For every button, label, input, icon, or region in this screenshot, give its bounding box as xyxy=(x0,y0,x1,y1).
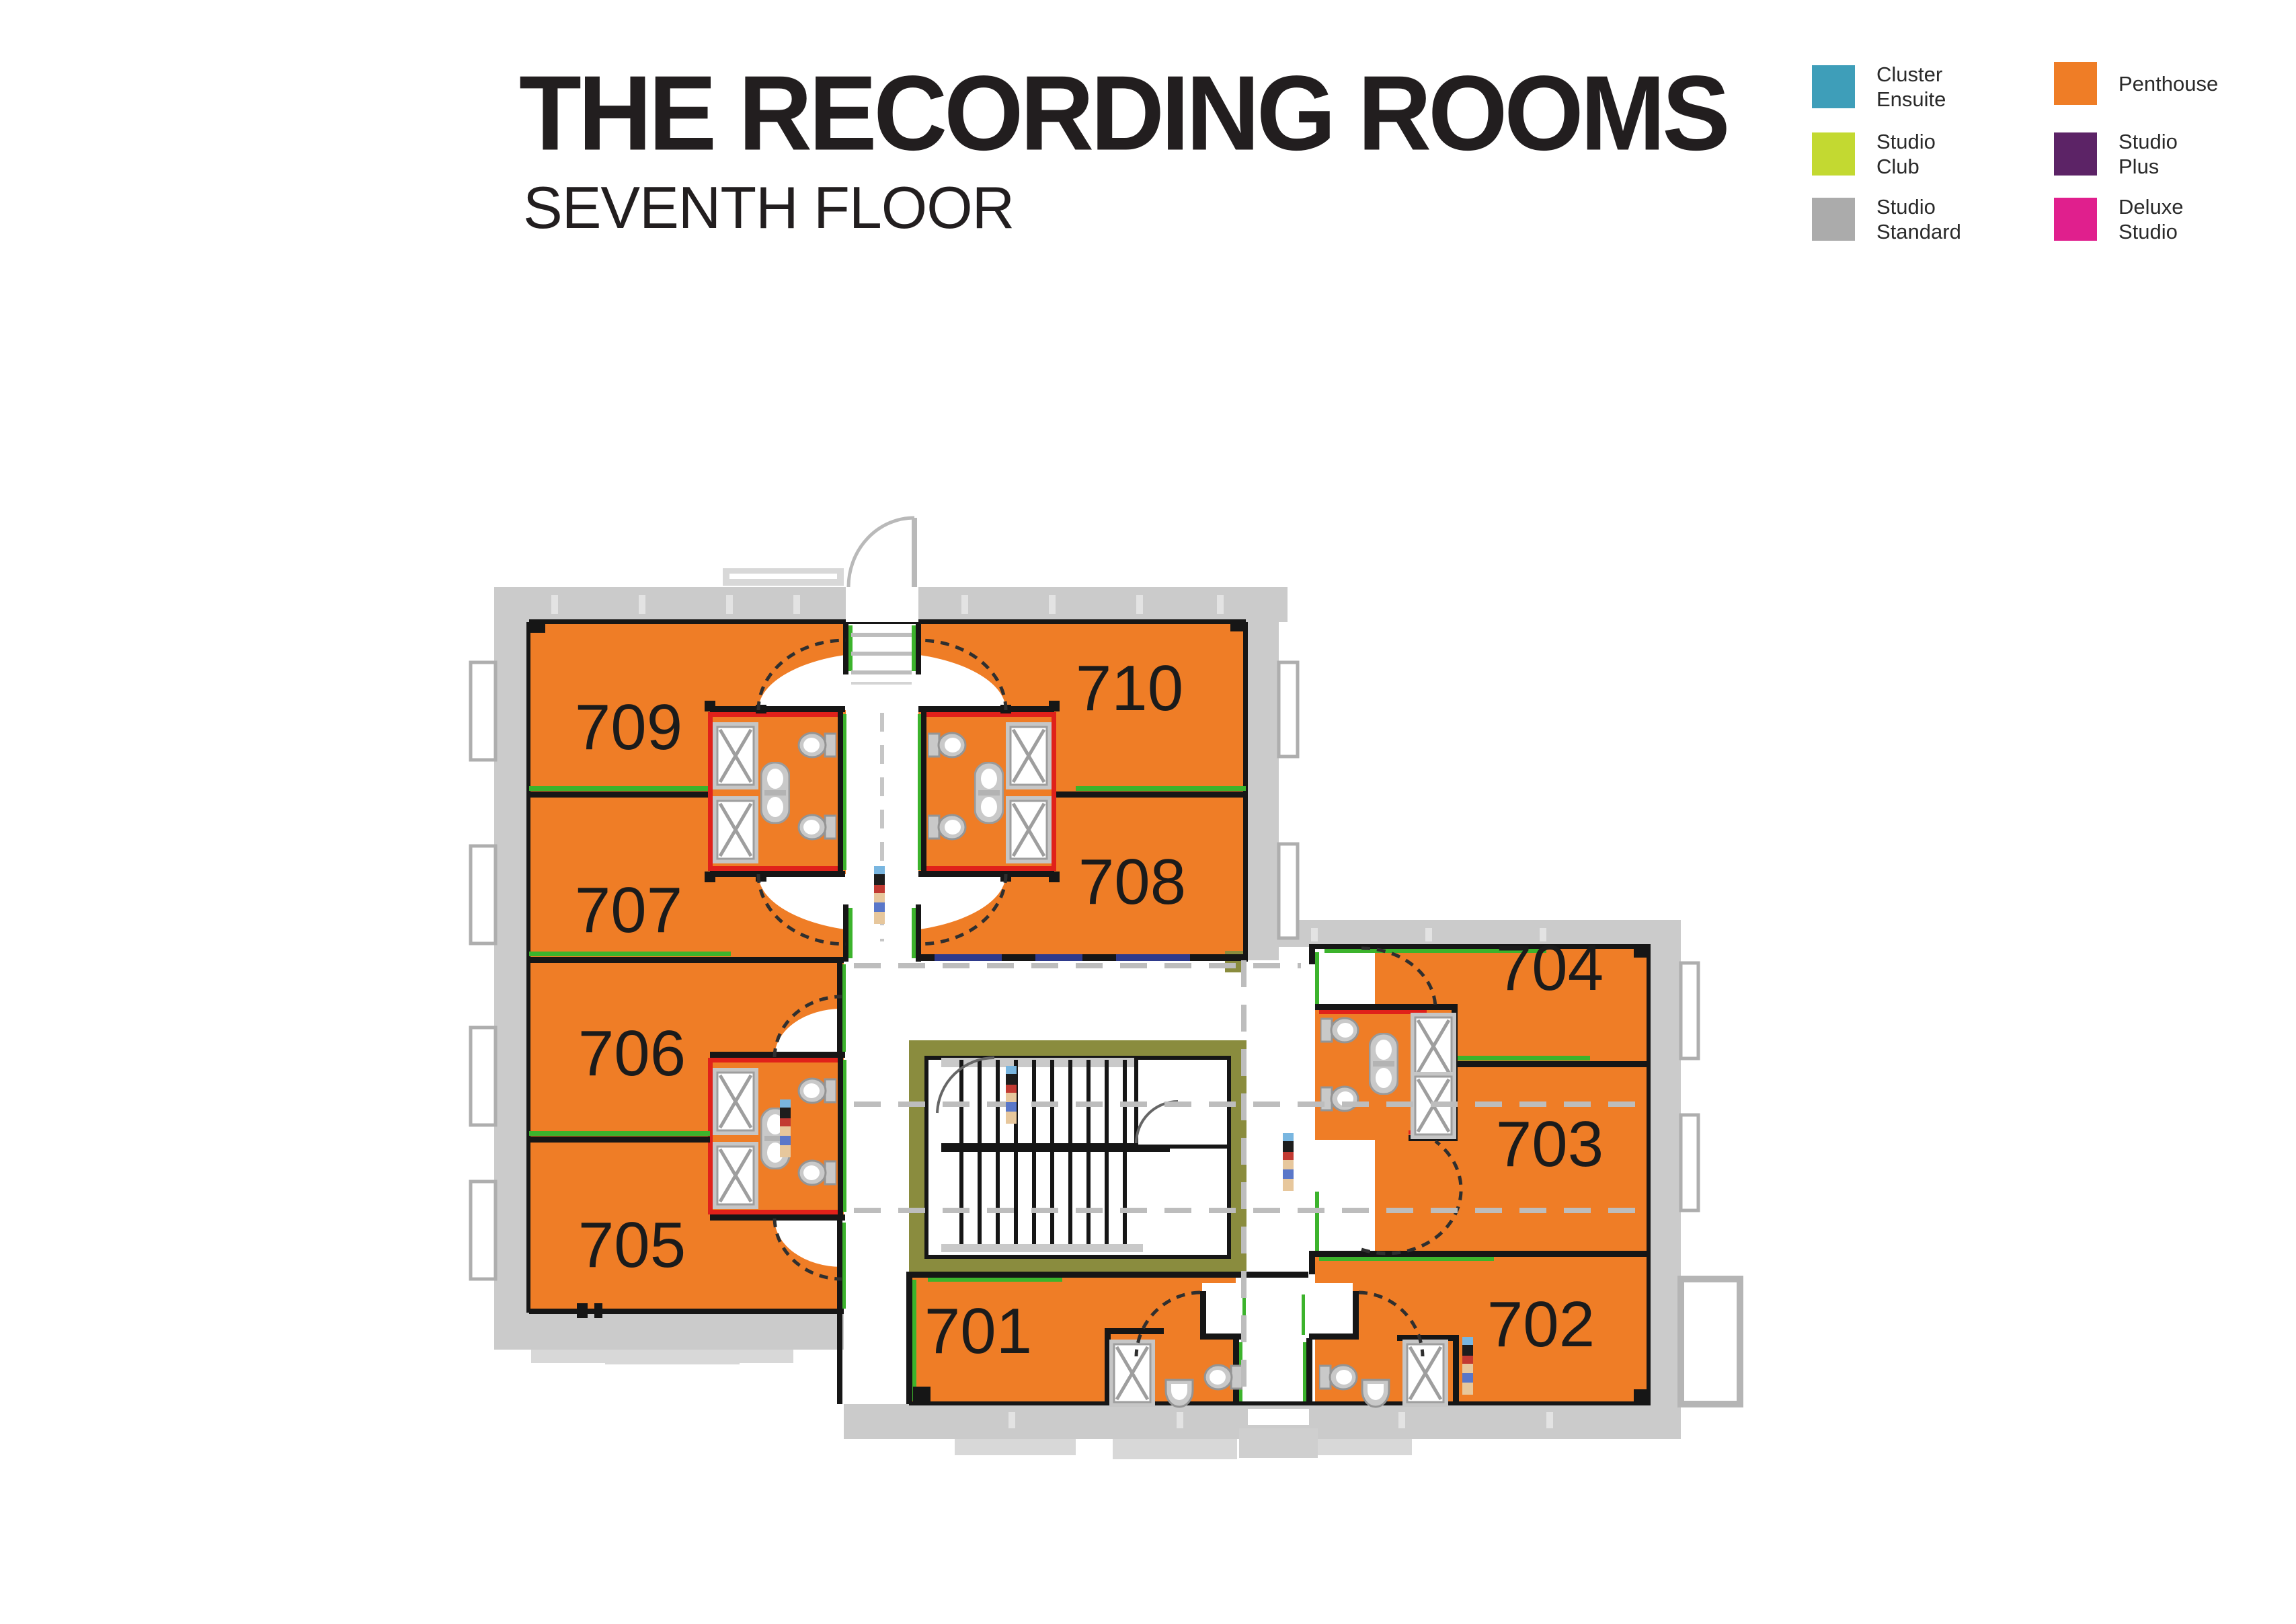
toilet-icon xyxy=(1319,1364,1358,1391)
studio-standard-swatch xyxy=(1812,198,1855,241)
window-bay xyxy=(469,660,498,762)
window-sill xyxy=(1113,1439,1237,1459)
window-bay xyxy=(1277,660,1300,759)
stair-door-arc xyxy=(936,1056,995,1114)
room-705-label: 705 xyxy=(578,1209,686,1281)
shower-icon xyxy=(1006,796,1052,863)
room-710-label: 710 xyxy=(1076,652,1183,724)
shower-icon xyxy=(713,796,758,863)
deluxe-studio-swatch xyxy=(2054,198,2097,241)
sink-icon xyxy=(1164,1379,1194,1408)
window-bay xyxy=(469,844,498,945)
shower-icon xyxy=(1109,1340,1155,1407)
room-labels: 709 710 707 708 706 705 704 703 702 701 xyxy=(575,652,1604,1367)
studio-club-swatch xyxy=(1812,132,1855,176)
window-bay xyxy=(1679,1113,1700,1212)
page-title: THE RECORDING ROOMS xyxy=(519,54,1731,173)
door-swing-arc xyxy=(1134,1290,1201,1357)
page-subtitle: SEVENTH FLOOR xyxy=(523,174,1015,241)
room-706-label: 706 xyxy=(578,1017,686,1089)
room-704-label: 704 xyxy=(1496,932,1604,1004)
utility-marker-icon xyxy=(1462,1337,1473,1395)
corridor-bulge xyxy=(758,652,1006,710)
window-bay xyxy=(1277,842,1300,940)
utility-marker-icon xyxy=(780,1099,791,1157)
toilet-icon xyxy=(928,814,967,841)
room-703-label: 703 xyxy=(1496,1108,1604,1180)
toilet-icon xyxy=(1320,1085,1359,1112)
exterior-walls xyxy=(469,568,1743,1459)
sink-icon xyxy=(1369,1033,1398,1095)
stair-treads-lower xyxy=(959,1152,1127,1252)
room-702-label: 702 xyxy=(1487,1288,1595,1360)
sink-icon xyxy=(760,762,790,824)
penthouse-swatch xyxy=(2054,62,2097,105)
shower-icon xyxy=(1006,722,1052,789)
door-swing-arc xyxy=(773,1218,842,1281)
shower-icon xyxy=(713,1068,758,1135)
legend-label: Penthouse xyxy=(2119,71,2219,95)
utility-marker-icon xyxy=(1006,1066,1017,1124)
shower-icon xyxy=(1402,1340,1448,1407)
legend-item-penthouse: Penthouse xyxy=(2054,62,2218,105)
room-708-label: 708 xyxy=(1078,846,1186,918)
toilet-icon xyxy=(797,814,836,841)
studio-plus-swatch xyxy=(2054,132,2097,176)
toilet-icon xyxy=(797,732,836,759)
room-707-label: 707 xyxy=(575,874,682,946)
window-bay xyxy=(469,1026,498,1127)
cluster-ensuite-swatch xyxy=(1812,65,1855,108)
doors xyxy=(756,516,1463,1458)
toilet-icon xyxy=(928,732,967,759)
window-sill xyxy=(955,1439,1076,1455)
toilet-icon xyxy=(797,1077,836,1104)
door-swing-arc xyxy=(1358,1290,1425,1357)
room-701-label: 701 xyxy=(924,1295,1032,1367)
reference-lines xyxy=(780,713,1647,1404)
window-sill xyxy=(605,1350,740,1364)
rear-exit-step xyxy=(1239,1428,1318,1458)
sink-icon xyxy=(1361,1379,1390,1408)
utility-marker-icon xyxy=(1283,1133,1294,1191)
shower-icon xyxy=(713,722,758,789)
toilet-icon xyxy=(1320,1017,1359,1044)
window-bay xyxy=(469,1180,498,1281)
shower-icon xyxy=(713,1142,758,1209)
corridor-bulge xyxy=(1309,947,1375,1009)
corridor-bulge xyxy=(1309,1140,1375,1254)
entry-door-arc xyxy=(846,516,915,588)
stairwell xyxy=(909,951,1246,1274)
wall-joints xyxy=(551,595,1553,1428)
sink-icon xyxy=(974,762,1004,824)
central-corridor xyxy=(844,960,1309,1040)
balcony-bay xyxy=(1677,1276,1743,1407)
room-709-label: 709 xyxy=(575,691,682,763)
corridor-bulge xyxy=(1202,1283,1353,1335)
rear-exit-opening xyxy=(1248,1409,1309,1425)
toilet-icon xyxy=(797,1159,836,1186)
door-swing-arc xyxy=(1361,1139,1463,1255)
shower-icon xyxy=(1411,1013,1456,1080)
east-corridor xyxy=(1246,1040,1309,1404)
door-swing-arc xyxy=(773,995,842,1058)
utility-marker-icon xyxy=(874,866,885,924)
window-bay xyxy=(1679,961,1700,1060)
toilet-icon xyxy=(1203,1364,1242,1391)
entry-opening xyxy=(846,587,918,622)
